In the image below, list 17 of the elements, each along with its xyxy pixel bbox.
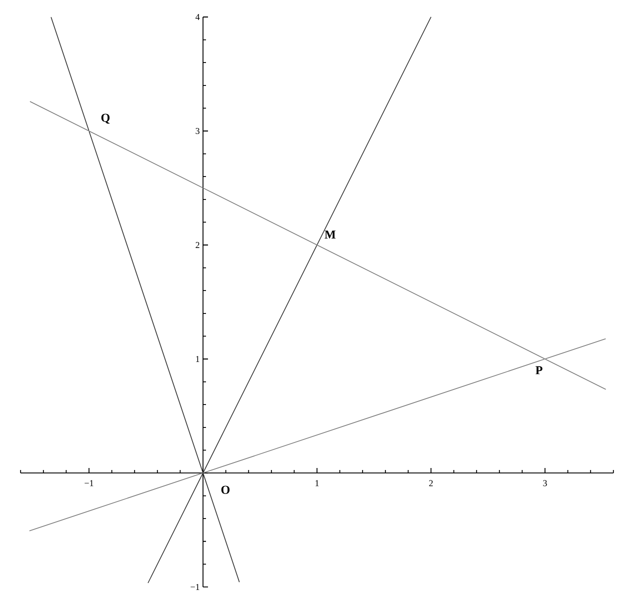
tick-label: −1 xyxy=(84,480,94,486)
line xyxy=(202,358,546,474)
tick-label: 3 xyxy=(543,480,547,486)
point-label: Q xyxy=(101,114,110,124)
tick-label: 2 xyxy=(196,242,200,248)
tick-label: 2 xyxy=(429,480,433,486)
point-label: P xyxy=(536,366,542,374)
line xyxy=(88,130,204,474)
tick-label: 3 xyxy=(196,128,200,134)
point-label: M xyxy=(324,230,336,238)
tick-label: 4 xyxy=(195,14,200,20)
tick-label: 1 xyxy=(316,480,319,486)
line xyxy=(88,130,546,360)
tick-label: 1 xyxy=(196,356,200,362)
line xyxy=(202,244,318,474)
tick-label: −1 xyxy=(190,584,200,590)
point-label: O xyxy=(221,486,230,494)
